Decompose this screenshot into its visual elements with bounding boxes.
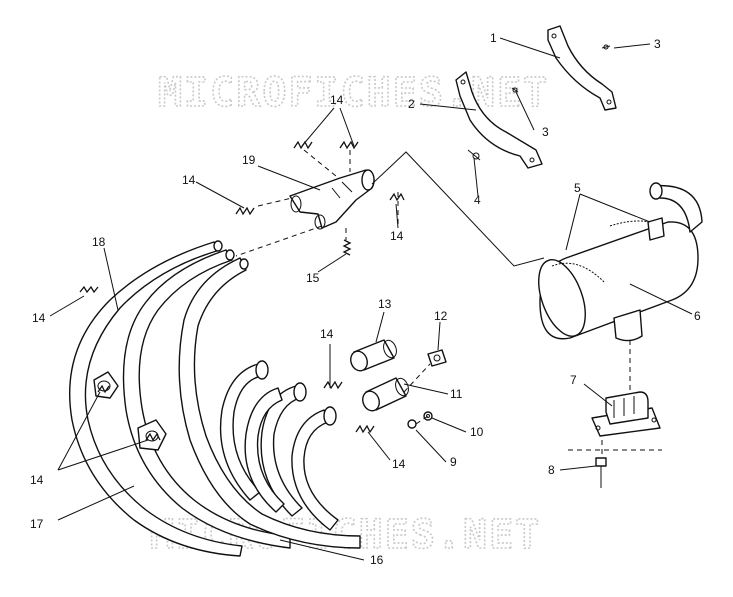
- callout-14-low-right: 14: [392, 457, 406, 471]
- muffler: [538, 182, 703, 342]
- callout-17: 17: [30, 517, 44, 531]
- mount-bolt: [595, 457, 607, 488]
- callout-3a: 3: [654, 37, 661, 51]
- callout-16: 16: [370, 553, 384, 567]
- callout-1: 1: [490, 31, 497, 45]
- assembly-lines: [235, 149, 662, 458]
- callout-14-top: 14: [330, 93, 344, 107]
- spring-14-left19: [235, 206, 255, 216]
- callout-4: 4: [474, 193, 481, 207]
- spring-14-flange-a: [97, 384, 110, 394]
- callout-3b: 3: [542, 125, 549, 139]
- callout-14-far-left: 14: [32, 311, 46, 325]
- callout-14-right19: 14: [390, 229, 404, 243]
- spring-15: [342, 239, 352, 256]
- header-pipe-16: [178, 257, 361, 549]
- washer-10: [423, 411, 433, 421]
- spring-14-far-left: [79, 285, 99, 294]
- sleeve-13: [350, 339, 397, 372]
- callout-2: 2: [408, 97, 415, 111]
- callout-5: 5: [574, 181, 581, 195]
- spring-14-mid: [323, 380, 343, 390]
- callout-9: 9: [450, 455, 457, 469]
- callout-10: 10: [470, 425, 484, 439]
- callout-6: 6: [694, 309, 701, 323]
- bracket-strap-lower: [455, 71, 543, 169]
- header-pipe-17: [69, 240, 243, 557]
- callout-8: 8: [548, 463, 555, 477]
- screw-3b: [511, 87, 519, 93]
- spring-14-top2: [339, 140, 359, 150]
- callout-14-left19: 14: [182, 173, 196, 187]
- leader-lines: [49, 37, 693, 561]
- watermark-top: MICROFICHES.NET: [158, 70, 549, 116]
- screw-3a: [601, 44, 611, 50]
- callout-18: 18: [92, 235, 106, 249]
- spring-14-flange-b: [145, 432, 161, 442]
- callout-7: 7: [570, 373, 577, 387]
- callout-14-mid: 14: [320, 327, 334, 341]
- callout-19: 19: [242, 153, 256, 167]
- spring-14-low-right: [355, 424, 375, 434]
- screw-4: [467, 149, 481, 161]
- callout-15: 15: [306, 271, 320, 285]
- sleeve-11: [362, 377, 409, 412]
- muffler-mount-plate: [591, 391, 661, 437]
- callout-12: 12: [434, 309, 448, 323]
- nut-9: [407, 419, 417, 429]
- callout-13: 13: [378, 297, 392, 311]
- gasket-12: [427, 349, 447, 367]
- callouts: 1 3 2 3 4 5 6 7 8 9 10 11 12 13 14 14 14…: [30, 31, 701, 567]
- callout-14-low-left: 14: [30, 473, 44, 487]
- callout-11: 11: [450, 387, 463, 401]
- bracket-strap-upper: [547, 25, 617, 111]
- y-pipe: [289, 169, 375, 230]
- header-bends: [219, 360, 339, 531]
- spring-14-right19: [389, 192, 405, 202]
